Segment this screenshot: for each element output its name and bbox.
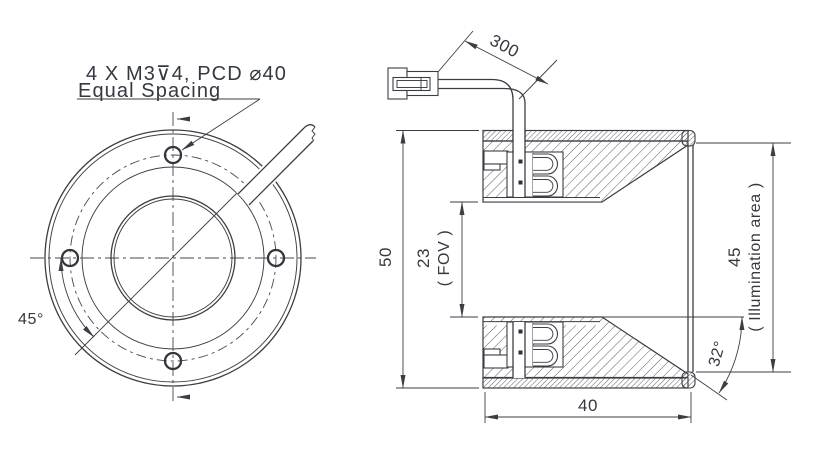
section-view: 300 50 23 ( FOV ) 45 ( Illumination area…: [376, 31, 791, 423]
dim-fov-note: ( FOV ): [436, 230, 453, 287]
cable-front: [236, 124, 318, 206]
hole-bottom: [163, 351, 183, 371]
dim-45-label: 45: [725, 247, 744, 267]
outer-circle-inner-edge: [48, 133, 298, 383]
cable-break-line: [311, 126, 316, 142]
hole-top: [163, 145, 183, 165]
dim-23-label: 23: [414, 248, 433, 268]
dim-40-label: 40: [578, 396, 598, 415]
callout-line2: Equal Spacing: [78, 80, 221, 102]
dim-illumination-note: ( Illumination area ): [747, 182, 764, 332]
back-notch-bottom: [483, 354, 509, 369]
back-step-top: [483, 163, 501, 171]
pcb-bottom: [512, 322, 526, 378]
dim-50-label: 50: [376, 247, 395, 267]
pcb-top: [512, 130, 526, 197]
angle-45-label: 45°: [18, 311, 44, 328]
callout-line1: 4 X M3⊽4, PCD ⌀40: [86, 63, 287, 85]
back-step-bottom: [483, 348, 501, 356]
connector: [387, 67, 439, 100]
bottom-wall: [482, 376, 689, 389]
cable-section: [387, 67, 526, 131]
dim-45-illumination: 45 ( Illumination area ): [696, 142, 791, 373]
dim-50: 50: [376, 130, 479, 389]
top-wall-left: [482, 129, 514, 142]
aperture-circle: [110, 195, 236, 321]
back-notch-top: [483, 150, 509, 165]
front-lip-bottom: [681, 371, 696, 389]
outer-circle: [44, 129, 302, 387]
dim-32-label: 32°: [706, 339, 730, 369]
dim-40: 40: [484, 392, 692, 423]
hole-right: [266, 248, 286, 268]
front-lip-top: [681, 129, 696, 147]
dim-23-fov: 23 ( FOV ): [414, 201, 478, 318]
angle-45-arc: [58, 257, 95, 338]
aperture-circle-inner-edge: [113, 198, 233, 318]
diagonal-45-line: [74, 186, 244, 356]
callout-leader: [181, 98, 261, 151]
dim-32-angle: 32°: [602, 316, 745, 401]
hole-callout: 4 X M3⊽4, PCD ⌀40 Equal Spacing: [77, 63, 287, 151]
front-view: 45° 4 X M3⊽4, PCD ⌀40 Equal Spacing: [18, 63, 318, 404]
dim-300-label: 300: [487, 31, 523, 62]
top-wall-right: [524, 129, 689, 142]
